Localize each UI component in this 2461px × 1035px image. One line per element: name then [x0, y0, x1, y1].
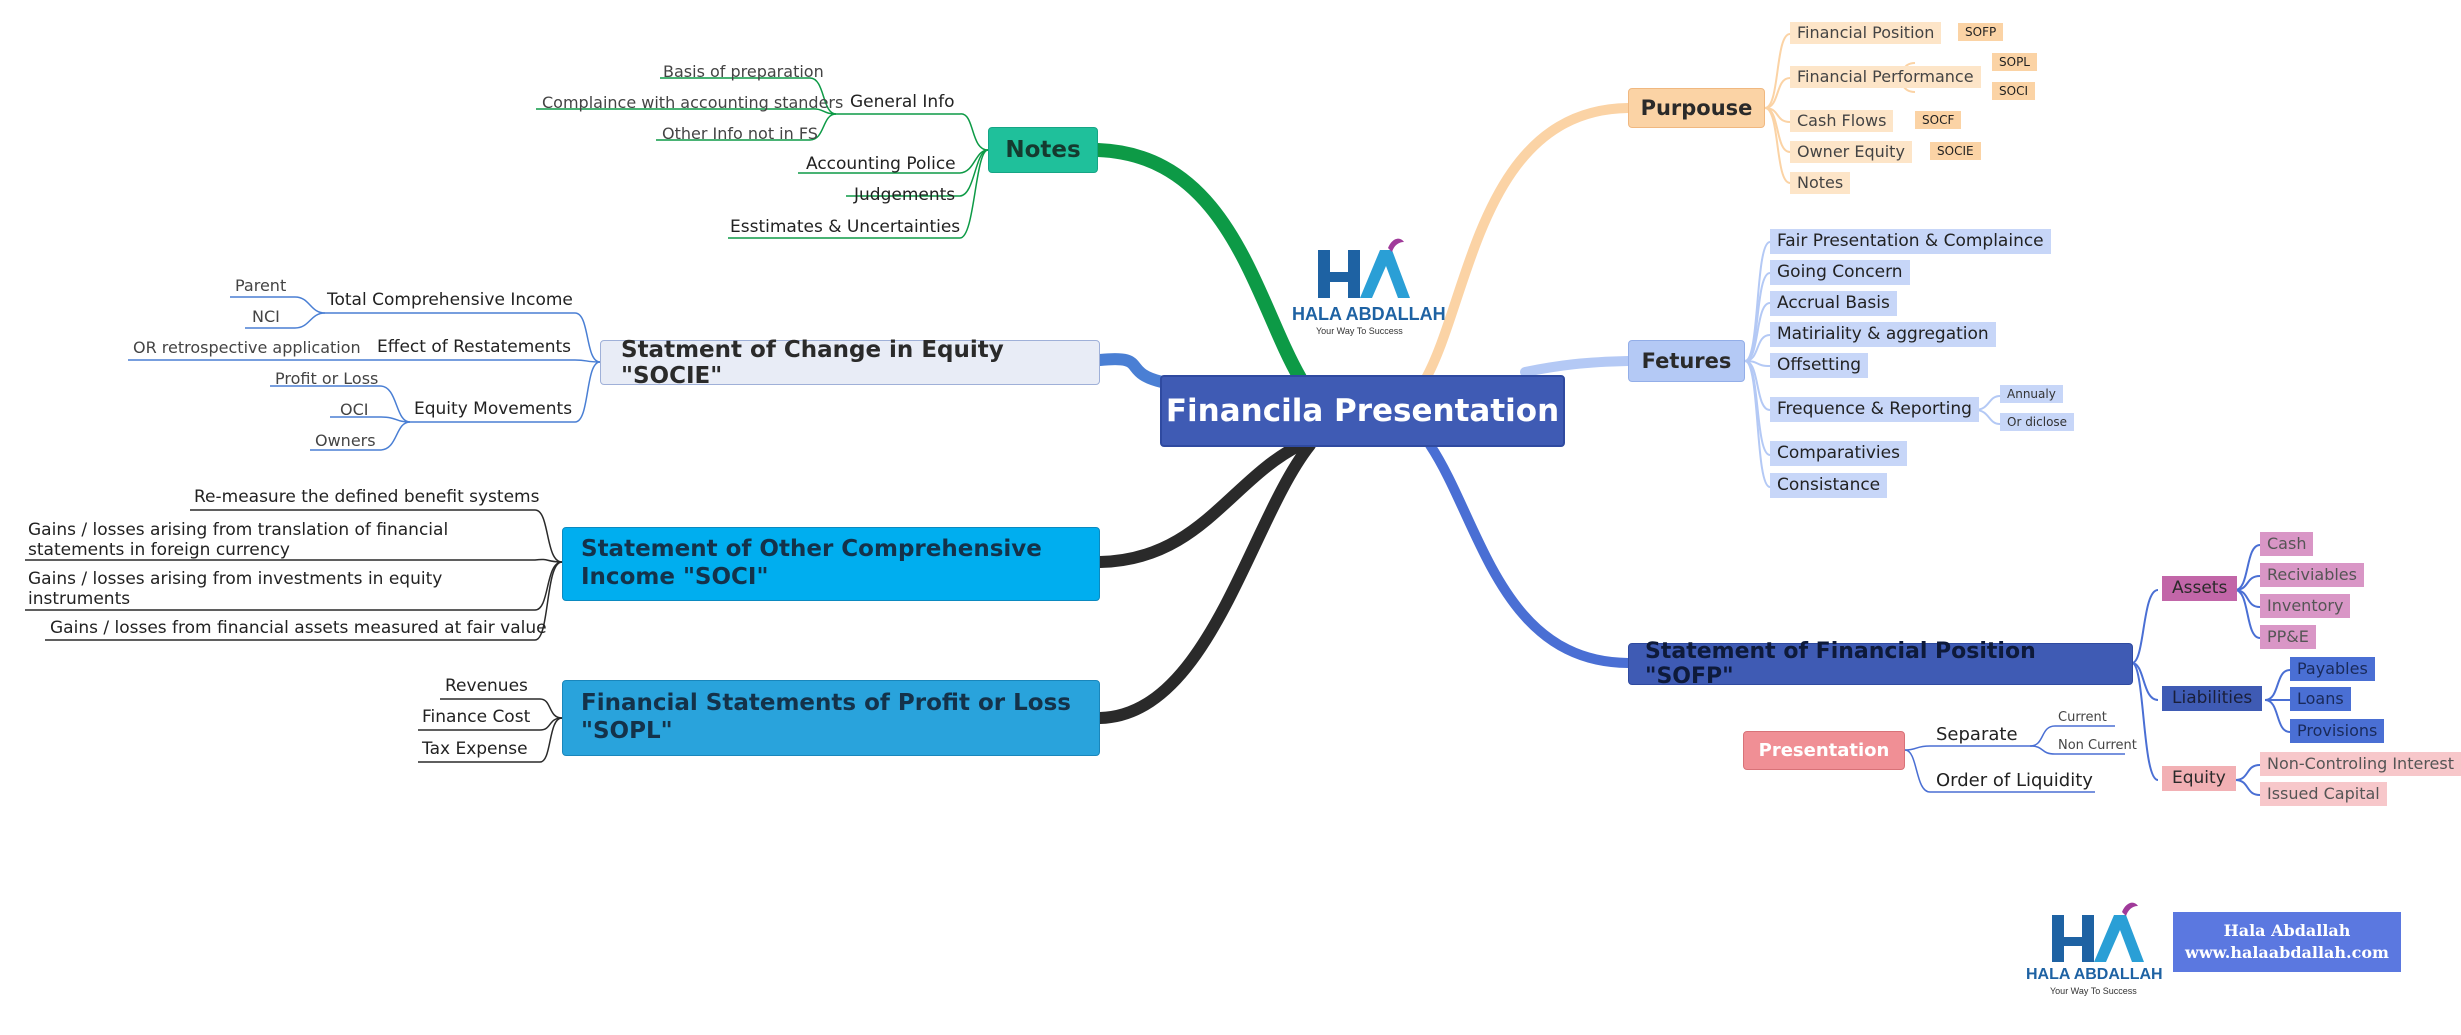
sopl-topic[interactable]: Financial Statements of Profit or Loss "… — [562, 680, 1100, 756]
center-logo-mark — [1318, 238, 1410, 298]
purpose-sofp-tag[interactable]: SOFP — [1958, 23, 2004, 41]
presentation-liquidity[interactable]: Order of Liquidity — [1936, 770, 2093, 791]
notes-basis[interactable]: Basis of preparation — [663, 62, 824, 81]
socie-owners[interactable]: Owners — [315, 431, 376, 450]
sofp-payables[interactable]: Payables — [2290, 657, 2375, 681]
branch-features — [1520, 356, 1633, 377]
notes-other-info[interactable]: Other Info not in FS — [662, 124, 818, 143]
features-topic[interactable]: Fetures — [1628, 340, 1745, 382]
branch-notes — [1091, 143, 1307, 385]
feature-fair[interactable]: Fair Presentation & Complaince — [1770, 229, 2051, 254]
soci-item-2[interactable]: Gains / losses arising from translation … — [28, 520, 449, 560]
feature-consistance[interactable]: Consistance — [1770, 473, 1888, 498]
purpose-sopl-tag[interactable]: SOPL — [1992, 53, 2037, 71]
feature-going[interactable]: Going Concern — [1770, 260, 1910, 285]
feature-frequency[interactable]: Frequence & Reporting — [1770, 397, 1979, 422]
sofp-loans[interactable]: Loans — [2290, 687, 2351, 711]
center-logo-tagline: Your Way To Success — [1316, 326, 1403, 336]
socie-restatements[interactable]: Effect of Restatements — [377, 337, 572, 357]
notes-policies[interactable]: Accounting Police — [806, 154, 956, 174]
sofp-nci[interactable]: Non-Controling Interest — [2260, 752, 2461, 776]
branch-soci — [1094, 439, 1306, 568]
feature-annualy[interactable]: Annualy — [2000, 385, 2063, 403]
sofp-issued-capital[interactable]: Issued Capital — [2260, 782, 2387, 806]
socie-pl[interactable]: Profit or Loss — [275, 369, 379, 388]
signature-logo-tagline: Your Way To Success — [2050, 986, 2137, 996]
sopl-tax[interactable]: Tax Expense — [422, 739, 528, 759]
soci-item-1[interactable]: Re-measure the defined benefit systems — [194, 487, 540, 507]
notes-estimates[interactable]: Esstimates & Uncertainties — [730, 217, 961, 237]
sopl-revenues[interactable]: Revenues — [445, 676, 528, 696]
presentation-current[interactable]: Current — [2058, 710, 2107, 725]
feature-comparatives[interactable]: Comparativies — [1770, 441, 1907, 466]
notes-judgements[interactable]: Judgements — [854, 185, 956, 205]
notes-topic[interactable]: Notes — [988, 127, 1098, 173]
signature-name: Hala Abdallah — [2223, 920, 2351, 940]
socie-oci[interactable]: OCI — [340, 400, 369, 419]
purpose-cash-flows[interactable]: Cash Flows — [1790, 110, 1894, 132]
soci-topic[interactable]: Statement of Other Comprehensive Income … — [562, 527, 1100, 601]
purpose-topic[interactable]: Purpouse — [1628, 88, 1765, 128]
purpose-fin-performance[interactable]: Financial Performance — [1790, 66, 1981, 88]
purpose-socf-tag[interactable]: SOCF — [1915, 111, 1962, 129]
purpose-fin-position[interactable]: Financial Position — [1790, 22, 1942, 44]
feature-offsetting[interactable]: Offsetting — [1770, 353, 1869, 378]
presentation-separate[interactable]: Separate — [1936, 724, 2018, 745]
sofp-equity[interactable]: Equity — [2162, 766, 2236, 791]
signature-logo-mark — [2052, 902, 2144, 962]
branch-purpose — [1420, 103, 1633, 385]
purpose-soci-tag[interactable]: SOCI — [1992, 82, 2035, 100]
signature-url[interactable]: www.halaabdallah.com — [2185, 943, 2389, 962]
signature-logo-name: HALA ABDALLAH — [2026, 966, 2163, 983]
branch-sopl — [1094, 439, 1316, 724]
notes-compliance[interactable]: Complaince with accounting standers — [542, 93, 844, 112]
socie-tci[interactable]: Total Comprehensive Income — [327, 290, 573, 310]
branch-socie — [1094, 353, 1168, 388]
socie-retro[interactable]: OR retrospective application — [133, 338, 361, 357]
socie-parent[interactable]: Parent — [235, 276, 287, 295]
notes-general-info[interactable]: General Info — [850, 92, 955, 112]
socie-nci[interactable]: NCI — [252, 307, 280, 326]
sofp-assets[interactable]: Assets — [2162, 576, 2238, 601]
sofp-cash[interactable]: Cash — [2260, 532, 2314, 556]
soci-item-4[interactable]: Gains / losses from financial assets mea… — [50, 618, 547, 638]
socie-movements[interactable]: Equity Movements — [414, 399, 573, 419]
socie-topic[interactable]: Statment of Change in Equity "SOCIE" — [600, 337, 1100, 389]
soci-item-3[interactable]: Gains / losses arising from investments … — [28, 569, 443, 609]
purpose-owner-equity[interactable]: Owner Equity — [1790, 141, 1912, 163]
sofp-receivables[interactable]: Reciviables — [2260, 563, 2364, 587]
sofp-inventory[interactable]: Inventory — [2260, 594, 2351, 618]
feature-materiality[interactable]: Matiriality & aggregation — [1770, 322, 1996, 347]
presentation-topic[interactable]: Presentation — [1743, 731, 1905, 770]
sofp-ppe[interactable]: PP&E — [2260, 625, 2316, 649]
sofp-provisions[interactable]: Provisions — [2290, 719, 2385, 743]
center-logo-name: HALA ABDALLAH — [1292, 304, 1446, 324]
purpose-socie-tag[interactable]: SOCIE — [1930, 142, 1981, 160]
sofp-topic[interactable]: Statement of Financial Position "SOFP" — [1628, 639, 2133, 689]
branch-sofp — [1425, 440, 1633, 668]
signature-card[interactable]: Hala Abdallah www.halaabdallah.com — [2173, 912, 2401, 972]
center-topic[interactable]: Financila Presentation — [1160, 375, 1565, 447]
feature-disclose[interactable]: Or diclose — [2000, 413, 2075, 431]
sopl-finance-cost[interactable]: Finance Cost — [422, 707, 531, 727]
feature-accrual[interactable]: Accrual Basis — [1770, 291, 1897, 316]
purpose-notes[interactable]: Notes — [1790, 172, 1851, 194]
sofp-liabilities[interactable]: Liabilities — [2162, 686, 2263, 711]
presentation-non-current[interactable]: Non Current — [2058, 738, 2137, 753]
